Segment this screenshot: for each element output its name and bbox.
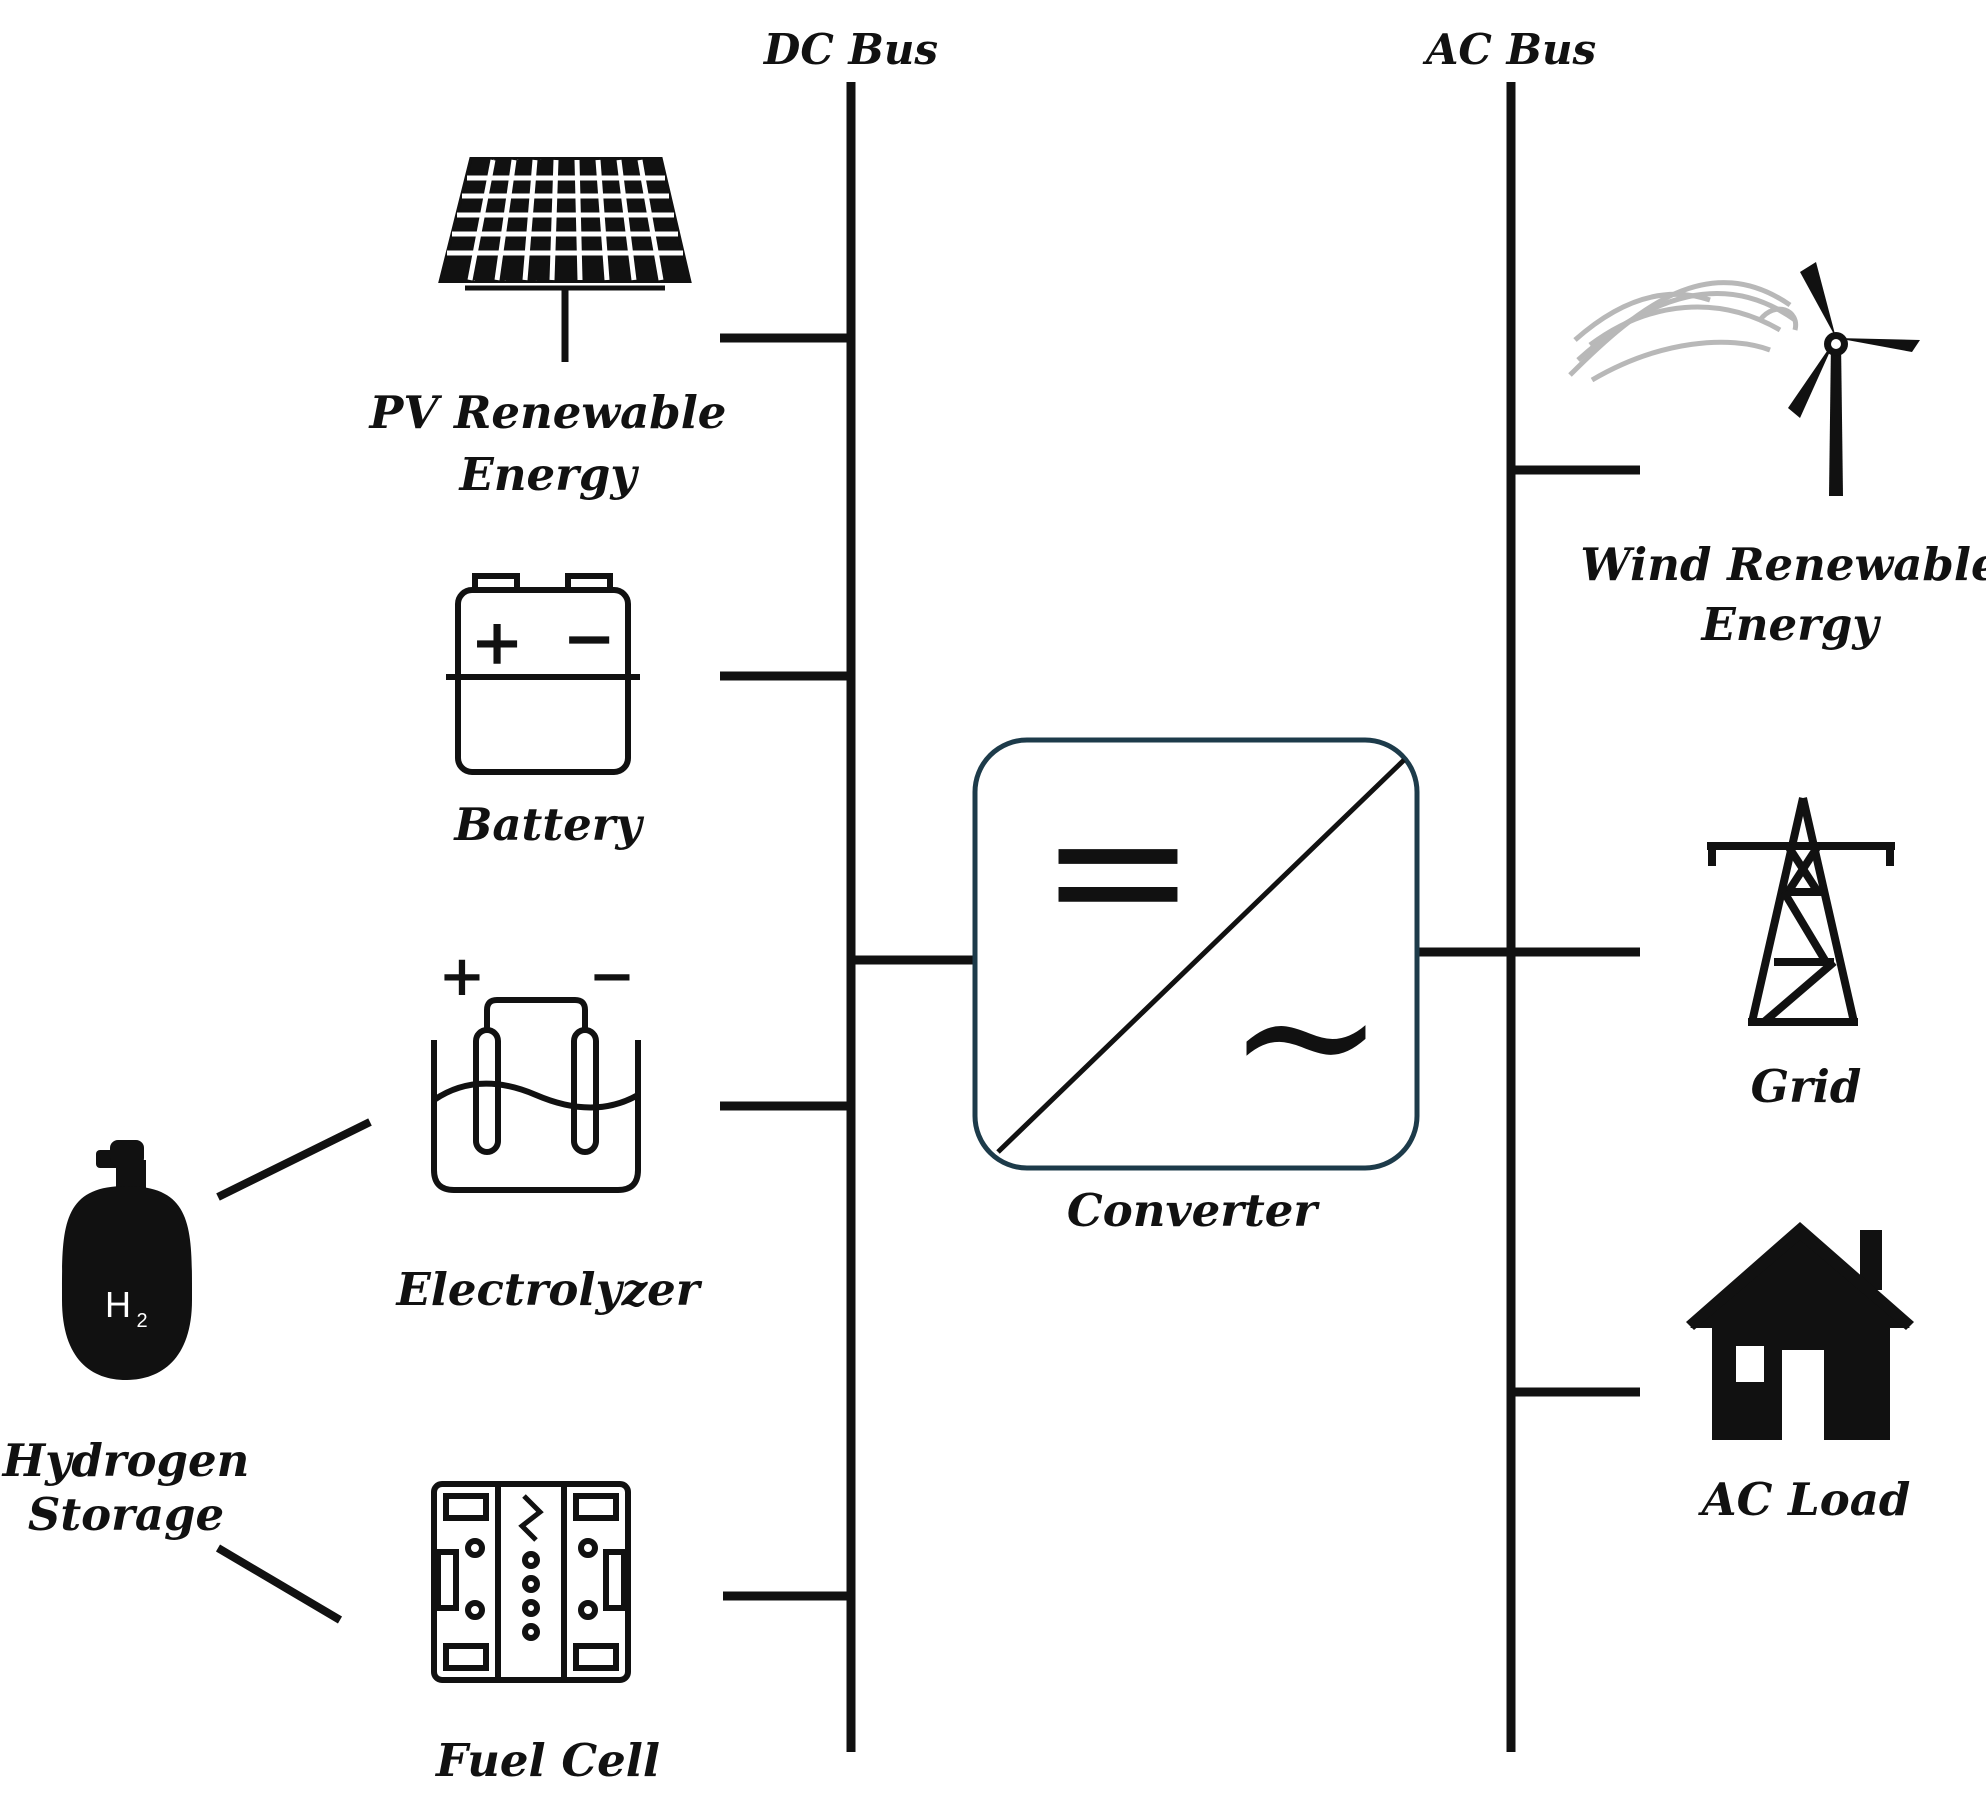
electrolyzer-minus-sign: −: [589, 943, 636, 1009]
dc-symbol: =: [1038, 759, 1197, 980]
electrolyzer-label: Electrolyzer: [394, 1263, 702, 1316]
converter-label: Converter: [1067, 1184, 1320, 1237]
pv-label-line1: PV Renewable: [368, 386, 727, 439]
hydrogen-label-line2: Storage: [28, 1488, 224, 1541]
h2-subscript: 2: [136, 1310, 147, 1332]
wind-label-line2: Energy: [1700, 598, 1882, 651]
dc-bus: DC Bus: [763, 25, 938, 1752]
battery-plus-sign: +: [470, 605, 524, 680]
ac-bus-label: AC Bus: [1422, 25, 1596, 74]
dc-bus-label: DC Bus: [763, 25, 938, 74]
transmission-tower-icon: [1707, 797, 1895, 1026]
grid-label: Grid: [1751, 1060, 1862, 1113]
h2-symbol: H: [105, 1284, 131, 1325]
electrolyzer-plus-sign: +: [439, 943, 486, 1009]
hydrogen-label-line1: Hydrogen: [1, 1434, 250, 1487]
house-icon: [1686, 1222, 1914, 1440]
hydrogen-tank-icon: H 2: [61, 1140, 193, 1380]
ac-symbol: ~: [1226, 924, 1385, 1145]
wind-label-line1: Wind Renewable: [1580, 538, 1986, 591]
dc-ac-converter-icon: = ~: [972, 737, 1420, 1171]
wind-turbine-icon: [1568, 262, 1920, 496]
fuel-cell-label: Fuel Cell: [434, 1734, 660, 1787]
electrolyzer-icon: + −: [431, 943, 641, 1193]
h2-electrolyzer-connector: [216, 1118, 372, 1201]
h2-fuel-cell-connector: [215, 1544, 343, 1624]
connectors: [215, 333, 1640, 1624]
battery-icon: + −: [446, 573, 640, 775]
solar-panel-icon: [438, 157, 692, 362]
ac-bus: AC Bus: [1422, 25, 1596, 1752]
battery-minus-sign: −: [562, 601, 616, 676]
fuel-cell-icon: [431, 1481, 631, 1683]
ac-load-label: AC Load: [1698, 1473, 1911, 1526]
pv-label-line2: Energy: [458, 448, 640, 501]
battery-label: Battery: [452, 798, 644, 851]
